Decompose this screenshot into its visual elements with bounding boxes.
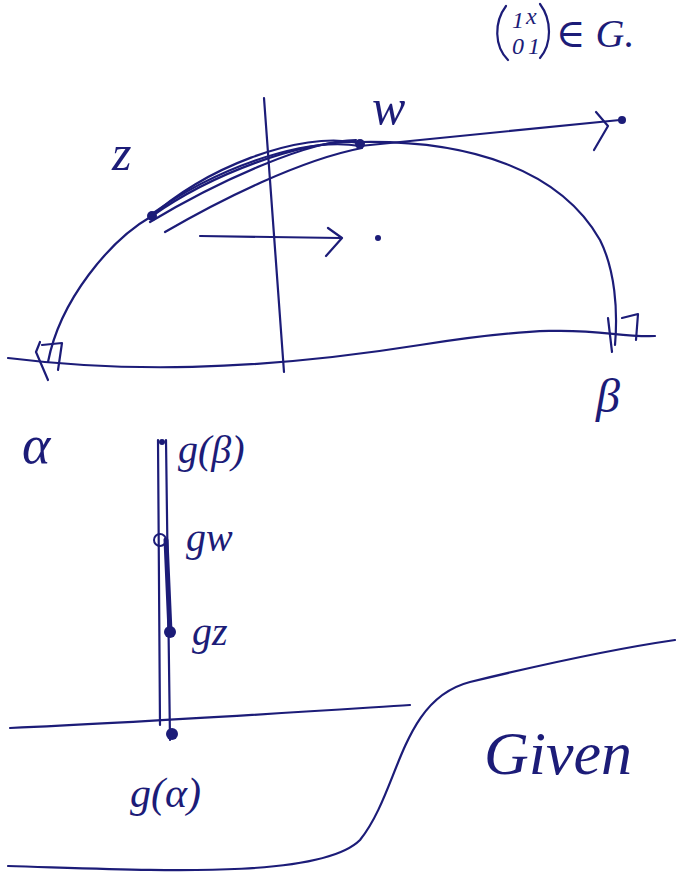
note-text: Given (484, 722, 632, 784)
geodesic-arc (48, 142, 616, 362)
endpoint-label: α (22, 418, 50, 472)
point-label: w (372, 82, 405, 132)
group-name: ∈ G. (556, 14, 635, 54)
point-label: z (112, 128, 131, 178)
paren (497, 6, 508, 60)
paren (540, 4, 549, 58)
endpoint-label: β (596, 372, 620, 420)
boundary-line (8, 331, 655, 368)
axis-line (264, 98, 284, 372)
point-label: gz (192, 612, 228, 652)
matrix-entry: 0 (512, 34, 524, 58)
arrow-line (200, 236, 340, 238)
segment (150, 140, 356, 222)
matrix-entry: 1 (528, 34, 540, 58)
segment (165, 148, 362, 232)
segment (150, 141, 358, 218)
endpoint-mark (608, 314, 638, 352)
point-label: g(β) (178, 430, 245, 470)
arrow-head (594, 112, 608, 150)
endpoint-label: g(α) (130, 772, 201, 814)
segment (166, 540, 170, 632)
point-label: gw (186, 518, 233, 558)
boundary-line (10, 705, 410, 728)
vertical-geodesic (158, 440, 170, 740)
matrix-entry: 1 (512, 8, 524, 32)
arrow-head (326, 228, 342, 256)
endpoint-mark (36, 342, 62, 380)
matrix-entry: x (526, 4, 537, 28)
points (147, 116, 626, 740)
divider-curve (8, 640, 675, 870)
